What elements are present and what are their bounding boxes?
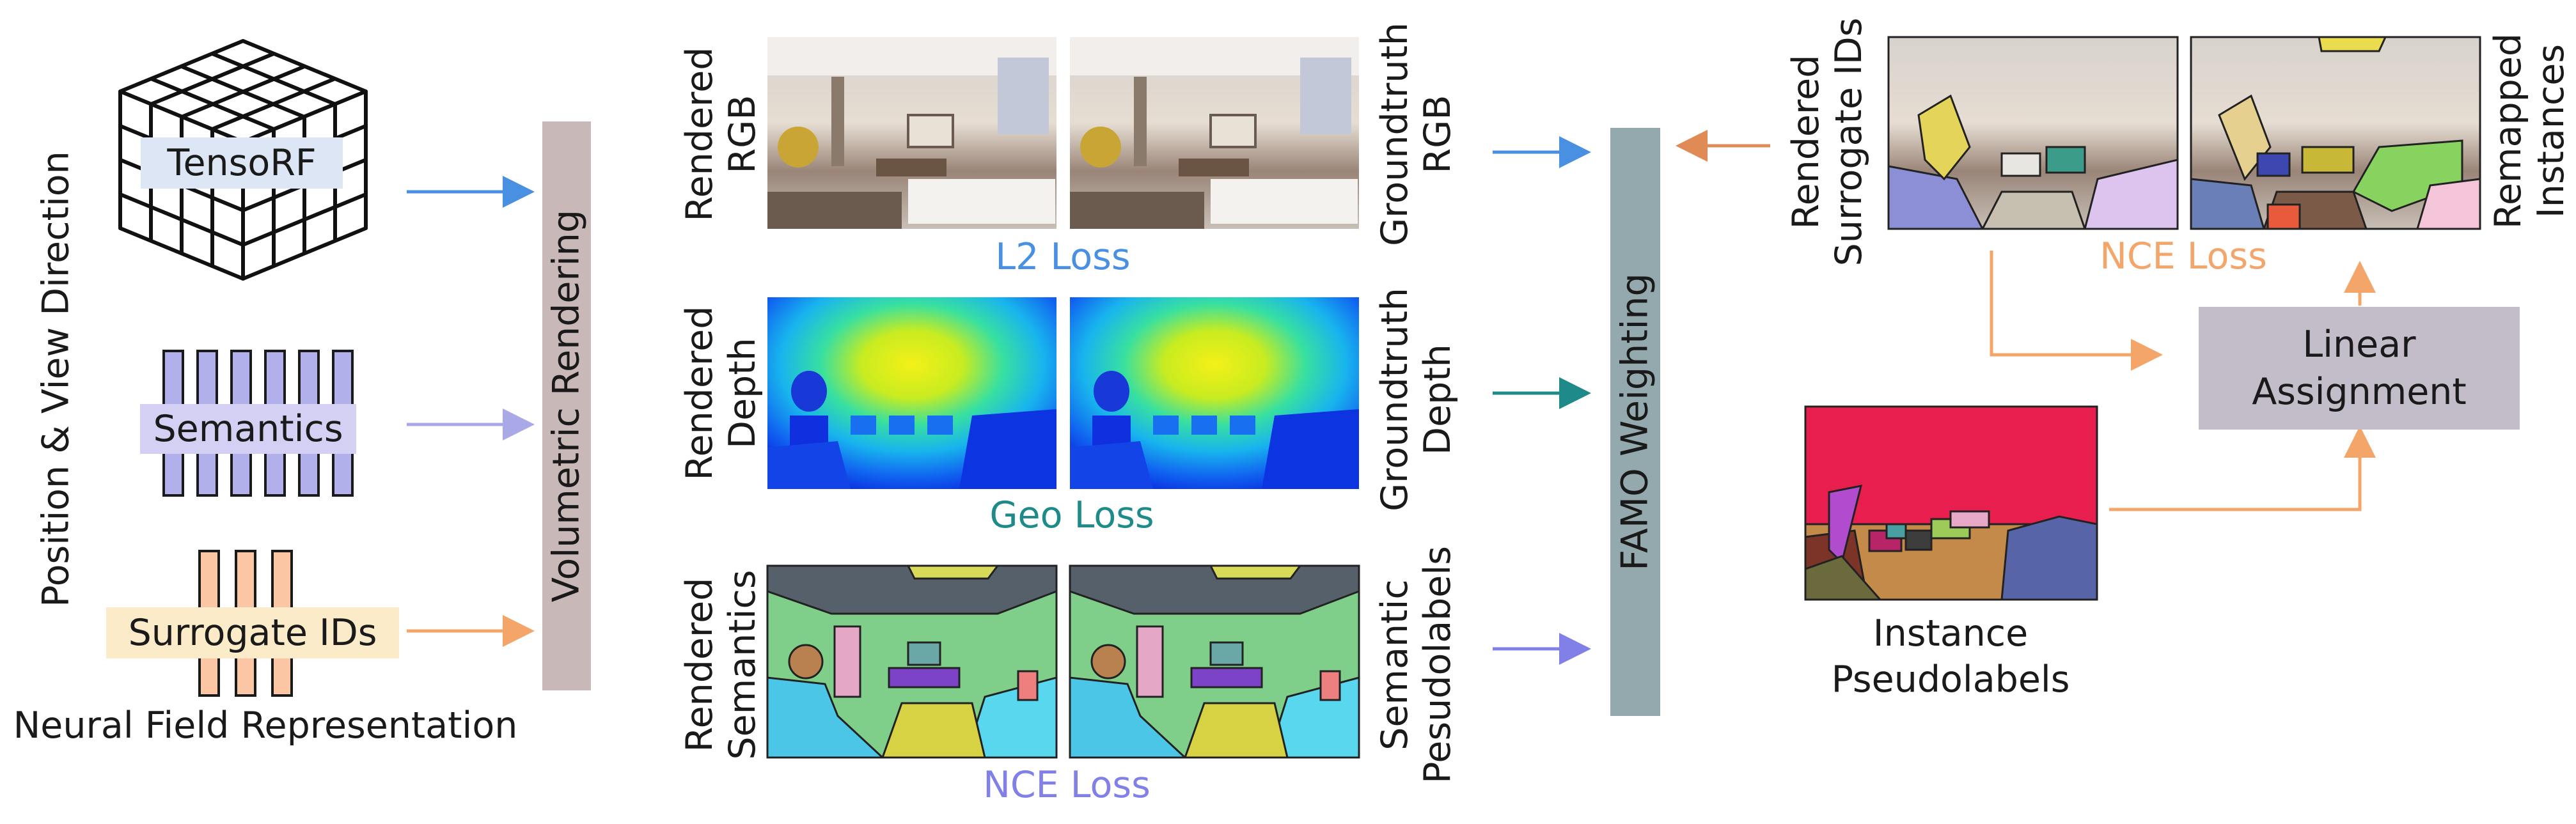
nce-loss-instance-label: NCE Loss — [2100, 235, 2267, 277]
l2-loss-label: L2 Loss — [995, 236, 1131, 278]
rendered-semantics-image — [766, 564, 1058, 759]
tensorf-label: TensoRF — [141, 137, 343, 189]
linear-assignment-box: Linear Assignment — [2199, 307, 2520, 430]
surrogate-ids-label: Surrogate IDs — [106, 607, 399, 658]
remapped-instances-image — [2190, 36, 2481, 230]
famo-weighting-label: FAMO Weighting — [1614, 273, 1656, 571]
remapped-instances-label: Remapped Instances — [2486, 33, 2572, 229]
semantics-label: Semantics — [140, 404, 356, 454]
rendered-surrogate-ids-label: Rendered Surrogate IDs — [1784, 17, 1870, 267]
rendered-rgb-label: Rendered RGB — [678, 47, 764, 222]
instance-pseudolabels-label: Instance Pseudolabels — [1831, 612, 2070, 701]
groundtruth-depth-image — [1070, 297, 1359, 489]
volumetric-rendering-box — [542, 121, 591, 690]
linear-assignment-label: Linear Assignment — [2252, 323, 2467, 413]
rendered-rgb-image — [767, 37, 1056, 229]
arrow-surrogate-to-assignment — [1990, 251, 2163, 371]
rendered-depth-image — [767, 297, 1056, 489]
groundtruth-rgb-image — [1070, 37, 1359, 229]
groundtruth-depth-label: Groundtruth Depth — [1373, 287, 1459, 512]
arrow-pseudolabels-to-assignment — [2109, 426, 2376, 511]
geo-loss-label: Geo Loss — [989, 494, 1154, 536]
groundtruth-rgb-label: Groundtruth RGB — [1373, 22, 1459, 247]
neural-field-caption: Neural Field Representation — [13, 704, 518, 747]
rendered-depth-label: Rendered Depth — [678, 306, 764, 481]
rendered-semantics-label: Rendered Semantics — [678, 570, 764, 760]
instance-pseudolabels-image — [1804, 405, 2098, 601]
nce-loss-semantics-label: NCE Loss — [983, 764, 1151, 806]
position-view-direction-label: Position & View Direction — [35, 151, 77, 607]
famo-weighting-box — [1610, 128, 1660, 716]
semantic-pseudolabels-label: Semantic Pesudolabels — [1373, 546, 1459, 784]
rendered-surrogate-ids-image — [1887, 36, 2179, 230]
volumetric-rendering-label: Volumetric Rendering — [545, 209, 588, 603]
semantic-pseudolabels-image — [1069, 564, 1360, 759]
